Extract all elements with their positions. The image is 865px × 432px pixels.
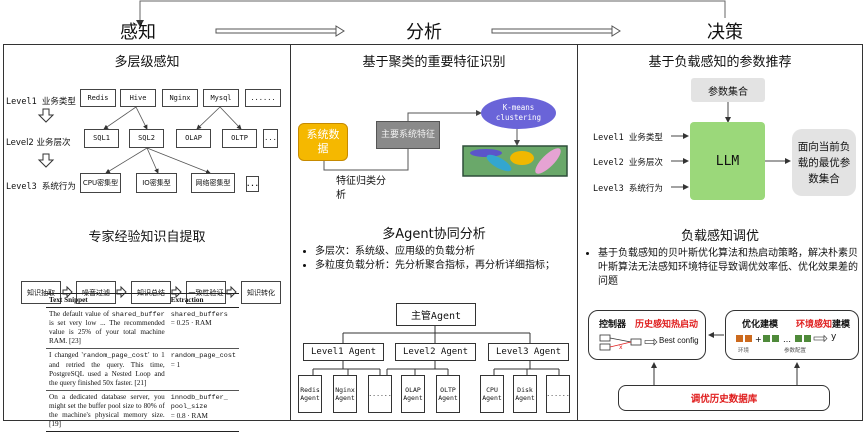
system-data-node: 系统数据: [298, 123, 348, 161]
multilevel-title: 多层级感知: [114, 55, 180, 70]
expert-title: 专家经验知识自提取: [88, 230, 206, 245]
node-oltp: OLTP: [222, 129, 257, 148]
node-more-1: ......: [245, 89, 281, 107]
clustering-title: 基于聚类的重要特征识别: [362, 55, 506, 70]
input-level2: Level2 业务层次: [593, 158, 663, 168]
param-set-node: 参数集合: [691, 78, 765, 102]
down-arrow-icon: [37, 153, 55, 168]
pipeline-step-transform: 知识转化: [241, 281, 281, 304]
feature-analysis-label: 特征归类分析: [336, 176, 386, 201]
recommend-arrows: [671, 102, 791, 190]
extraction-table: Text Snippet Extraction The default valu…: [46, 293, 239, 432]
warm-start-diagram: x: [599, 334, 658, 351]
double-arrow-1: [215, 25, 345, 37]
nginx-agent: Nginx Agent: [333, 375, 357, 413]
clustering-connectors: [323, 110, 568, 177]
node-mysql: Mysql: [203, 89, 239, 107]
table-row: I changed 'random_page_cost' to 1 and re…: [46, 348, 239, 391]
node-more-3: ...: [246, 176, 259, 192]
node-cpu: CPU密集型: [80, 173, 121, 193]
kmeans-node: K-means clustering: [481, 97, 556, 129]
bullet-item: 多粒度负载分析：先分析聚合指标，再分析详细指标；: [315, 259, 577, 273]
multiagent-bullets: 多层次：系统级、应用级的负载分析 多粒度负载分析：先分析聚合指标，再分析详细指标…: [301, 245, 577, 273]
warm-start-label: 历史感知热启动: [635, 320, 699, 330]
level3-agent: Level3 Agent: [488, 343, 569, 361]
disk-agent: Disk Agent: [513, 375, 537, 413]
multiagent-title: 多Agent协同分析: [382, 227, 486, 242]
output-y-label: y: [831, 332, 837, 342]
modeling-diagram: + …: [736, 334, 828, 344]
node-sql2: SQL2: [129, 129, 164, 148]
cpu-agent: CPU Agent: [480, 375, 504, 413]
agent-tree-lines: [312, 326, 560, 375]
stage-perception: 感知: [120, 22, 156, 43]
stage-decision: 决策: [707, 22, 743, 43]
level3-more-agent: ......: [546, 375, 570, 413]
best-config-label: Best config: [659, 336, 699, 345]
level2-agent: Level2 Agent: [395, 343, 476, 361]
main-features-node: 主要系统特征: [376, 121, 440, 149]
env-aware-label: 环境感知建模: [796, 320, 851, 330]
redis-agent: Redis Agent: [298, 375, 322, 413]
col-header-snippet: Text Snippet: [46, 293, 168, 308]
bullet-item: 多层次：系统级、应用级的负载分析: [315, 245, 577, 259]
tuning-arrows: [651, 332, 800, 385]
decision-panel: 基于负载感知的参数推荐 参数集合 LLM Level1 业务类型 Level2 …: [577, 44, 863, 421]
node-redis: Redis: [80, 89, 116, 107]
level1-more-agent: ......: [368, 375, 392, 413]
svg-text:+: +: [755, 335, 762, 344]
perception-panel: 多层级感知 Level1 业务类型 Redis Hive Ngin: [3, 44, 291, 432]
controller-label: 控制器: [599, 320, 627, 330]
top-flow-lines: [136, 0, 726, 37]
llm-node: LLM: [690, 122, 765, 200]
tuning-history-database: 调优历史数据库: [618, 385, 830, 411]
level1-agent: Level1 Agent: [303, 343, 384, 361]
analysis-panel: 基于聚类的重要特征识别 系统数据 主要系统特征 K-means clusteri…: [290, 44, 578, 421]
optimizer-label: 优化建模: [742, 320, 779, 330]
manager-agent: 主管Agent: [396, 303, 476, 326]
node-more-2: ...: [263, 129, 278, 148]
stage-analysis: 分析: [406, 22, 442, 43]
node-olap: OLAP: [176, 129, 211, 148]
level3-label: Level3 系统行为: [6, 182, 76, 192]
node-sql1: SQL1: [84, 129, 119, 148]
table-row: The default value of shared_buffer is se…: [46, 307, 239, 350]
svg-text:x: x: [619, 344, 623, 351]
col-header-extraction: Extraction: [167, 293, 239, 308]
svg-text:…: …: [783, 335, 791, 344]
node-network: 网络密集型: [191, 173, 235, 193]
controller-box: 控制器 历史感知热启动 x Best config: [588, 310, 706, 360]
double-arrow-2: [491, 25, 621, 37]
input-level3: Level3 系统行为: [593, 184, 663, 194]
tuning-bullets: 基于负载感知的贝叶斯优化算法和热启动策略，解决朴素贝叶斯算法无法感知环境特征导致…: [584, 247, 865, 289]
olap-agent: OLAP Agent: [401, 375, 425, 413]
recommend-title: 基于负载感知的参数推荐: [648, 55, 792, 70]
param-label: 参数配置: [784, 348, 807, 354]
node-nginx: Nginx: [162, 89, 198, 107]
tuning-title: 负载感知调优: [680, 229, 759, 244]
oltp-agent: OLTP Agent: [436, 375, 460, 413]
down-arrow-icon: [37, 108, 55, 123]
optimizer-box: 优化建模 环境感知建模 + … y 环境 参数配置: [725, 310, 859, 360]
level2-label: Level2 业务层次: [6, 138, 71, 148]
optimal-params-node: 面向当前负载的最优参数集合: [792, 129, 856, 196]
input-level1: Level1 业务类型: [593, 133, 663, 143]
env-label: 环境: [738, 348, 750, 354]
level1-label: Level1 业务类型: [6, 97, 76, 107]
node-io: IO密集型: [136, 173, 177, 193]
node-hive: Hive: [120, 89, 156, 107]
table-row: On a dedicated database server, you migh…: [46, 390, 239, 432]
bullet-item: 基于负载感知的贝叶斯优化算法和热启动策略，解决朴素贝叶斯算法无法感知环境特征导致…: [598, 247, 865, 289]
